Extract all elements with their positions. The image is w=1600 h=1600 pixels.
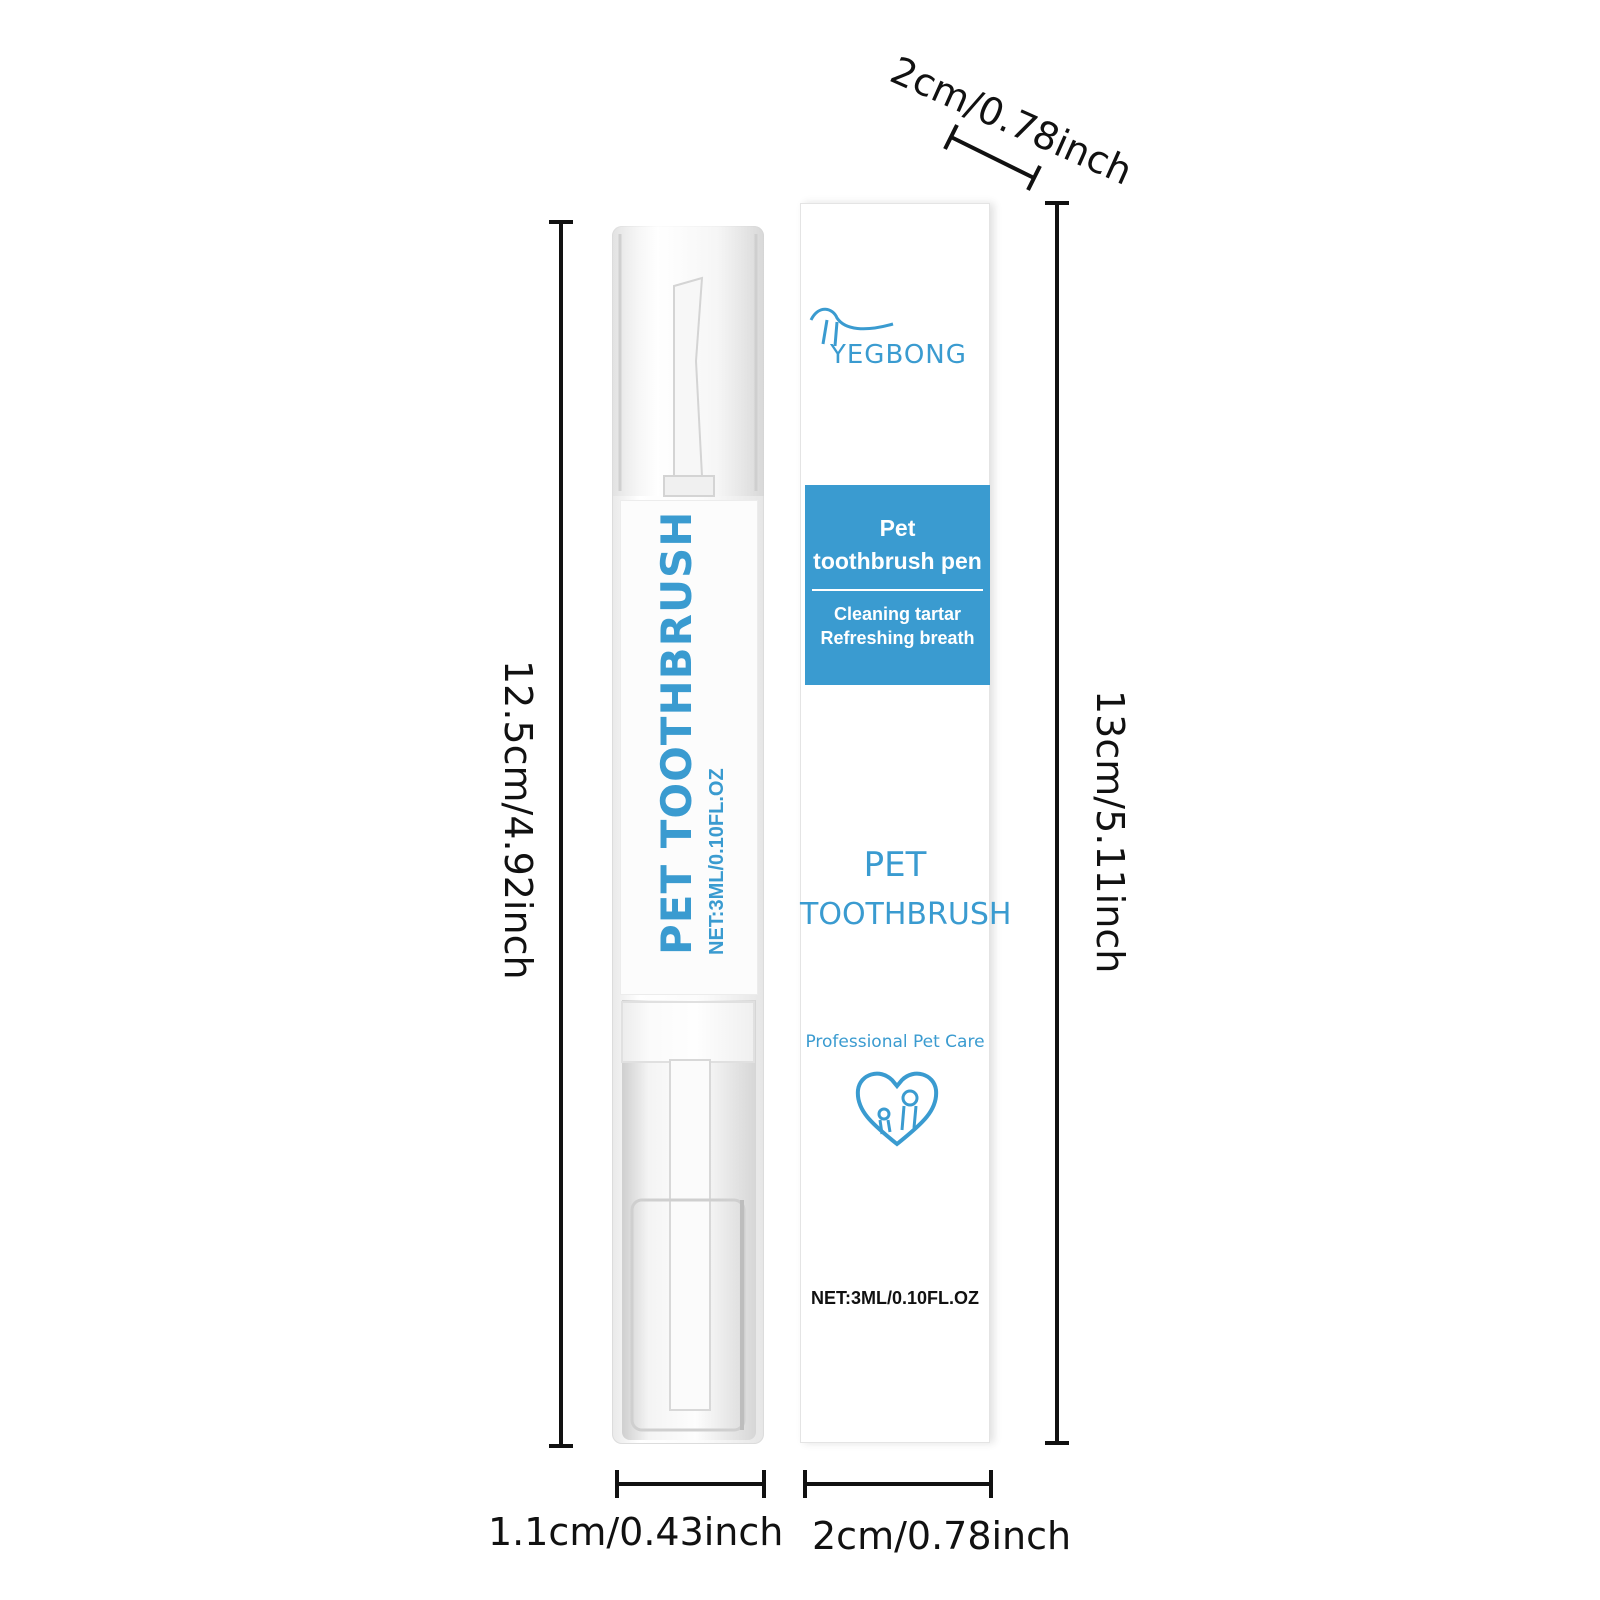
box-height-label: 13cm/5.11inch bbox=[1088, 690, 1132, 974]
box-width-label: 2cm/0.78inch bbox=[812, 1514, 1072, 1558]
brush-tip-icon bbox=[618, 234, 758, 497]
pen-net: NET:3ML/0.10FL.OZ bbox=[706, 768, 728, 955]
dog-logo-icon bbox=[809, 307, 894, 347]
box-product-line2: TOOTHBRUSH bbox=[800, 897, 1012, 932]
box-net: NET:3ML/0.10FL.OZ bbox=[810, 1288, 980, 1308]
band-title-line1: Pet bbox=[879, 515, 916, 541]
product-box bbox=[800, 203, 990, 1443]
heart-pets-icon bbox=[855, 1071, 939, 1147]
band-divider bbox=[812, 589, 983, 591]
band-sub-line2: Refreshing breath bbox=[820, 628, 975, 648]
pen-reservoir-detail bbox=[621, 1001, 755, 1432]
band-sub-line1: Cleaning tartar bbox=[833, 604, 962, 624]
brand-name: YEGBONG bbox=[830, 340, 967, 370]
band-title-line2: toothbrush pen bbox=[813, 548, 982, 574]
box-product-line1: PET bbox=[863, 845, 927, 885]
box-tagline: Professional Pet Care bbox=[805, 1032, 985, 1052]
pen-height-label: 12.5cm/4.92inch bbox=[496, 660, 540, 980]
box-blue-band bbox=[805, 485, 990, 685]
pen-width-label: 1.1cm/0.43inch bbox=[488, 1510, 784, 1554]
pen-title: PET TOOTHBRUSH bbox=[652, 510, 701, 955]
pen-label bbox=[620, 500, 758, 995]
